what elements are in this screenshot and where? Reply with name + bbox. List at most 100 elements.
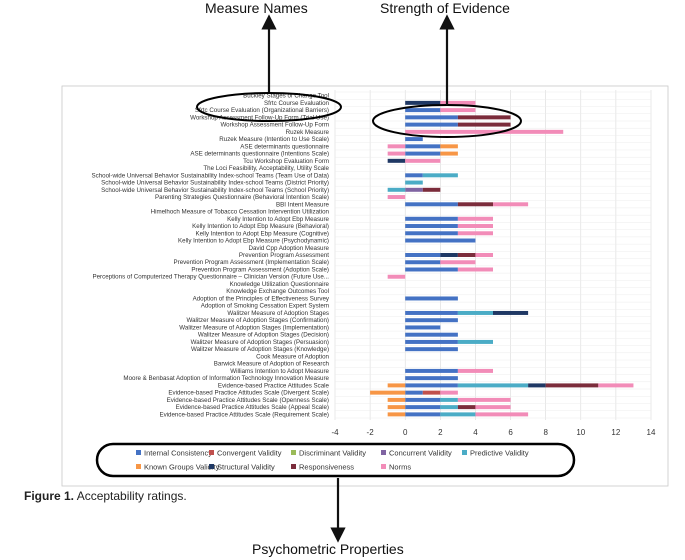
bar-segment (405, 368, 458, 373)
annotation-strength-of-evidence: Strength of Evidence (380, 0, 510, 16)
category-label: Evidence-based Practice Attitudes Scale … (168, 390, 329, 397)
bar-segment (457, 405, 476, 410)
legend-swatch (209, 450, 214, 455)
bar-segment (440, 412, 476, 417)
bar-segment (475, 405, 511, 410)
bar-segment (405, 412, 441, 417)
bar-segment (457, 339, 493, 344)
bar-segment (405, 144, 441, 149)
bar-segment (405, 216, 458, 221)
category-label: School-wide Universal Behavior Sustainab… (101, 180, 329, 187)
legend-swatch (209, 464, 214, 469)
annotation-measure-names: Measure Names (205, 0, 308, 16)
bar-segment (387, 405, 406, 410)
category-label: Walitzer Measure of Adoption Stages (Per… (191, 339, 329, 346)
bar-segment (440, 390, 458, 395)
category-label: Moore & Benbasat Adoption of Information… (123, 375, 329, 382)
category-label: Walitzer Measure of Adoption Stages (Imp… (179, 324, 329, 331)
x-tick-label: 4 (473, 428, 478, 437)
legend-label: Convergent Validity (217, 449, 282, 458)
bar-segment (405, 173, 423, 178)
x-tick-label: 8 (543, 428, 548, 437)
bar-segment (387, 144, 406, 149)
annotation-psychometric-properties: Psychometric Properties (252, 541, 404, 557)
bar-segment (387, 195, 406, 200)
bar-segment (422, 173, 458, 178)
category-label: Barwick Measure of Adoption of Research (214, 361, 330, 368)
bar-segment (405, 318, 458, 323)
bar-segment (405, 347, 458, 352)
legend-swatch (381, 450, 386, 455)
category-label: Tcu Workshop Evaluation Form (243, 158, 329, 165)
bar-segment (405, 238, 476, 243)
legend-swatch (291, 450, 296, 455)
x-tick-label: -2 (367, 428, 375, 437)
category-label: School-wide Universal Behavior Sustainab… (101, 187, 329, 194)
legend-label: Known Groups Validity (144, 463, 220, 472)
bar-segment (405, 267, 458, 272)
legend-label: Structural Validity (217, 463, 275, 472)
bar-segment (457, 310, 493, 315)
bar-segment (405, 310, 458, 315)
bar-segment (387, 397, 406, 402)
bar-segment (528, 383, 546, 388)
bar-segment (405, 332, 458, 337)
bar-segment (405, 339, 458, 344)
bar-segment (422, 390, 441, 395)
category-label: BBI Intent Measure (276, 201, 330, 208)
category-label: ASE determinants questionnaire (Intentio… (190, 151, 329, 158)
x-tick-label: 2 (438, 428, 443, 437)
bar-segment (457, 224, 493, 229)
bar-segment (457, 202, 493, 207)
category-label: Williams Intention to Adopt Measure (230, 368, 329, 375)
category-label: Ruzek Measure (Intention to Use Scale) (219, 136, 329, 143)
bar-segment (440, 108, 476, 113)
legend-swatch (462, 450, 467, 455)
legend: Internal Consistency Convergent Validity D… (136, 449, 529, 472)
bar-segment (387, 187, 406, 192)
x-tick-label: 12 (611, 428, 620, 437)
bar-segment (405, 100, 441, 105)
category-label: Prevention Program Assessment (Implement… (174, 259, 329, 266)
bar-segment (405, 325, 441, 330)
bar-segment (440, 260, 476, 265)
bars (370, 100, 634, 417)
category-label: David Cpp Adoption Measure (249, 245, 330, 252)
bar-segment (405, 260, 441, 265)
bar-segment (457, 216, 493, 221)
category-label: Perceptions of Computerized Therapy Ques… (92, 274, 329, 281)
bar-segment (370, 390, 406, 395)
bar-segment (387, 274, 406, 279)
grid (334, 90, 652, 420)
bar-segment (457, 231, 493, 236)
category-label: Buckley Stages of Change Tool (243, 93, 329, 100)
bar-segment (405, 231, 458, 236)
bar-segment (405, 151, 441, 156)
legend-label: Concurrent Validity (389, 449, 452, 458)
bar-segment (405, 202, 458, 207)
x-tick-label: 10 (576, 428, 585, 437)
category-label: Sfrtc Course Evaluation (264, 100, 330, 107)
legend-label: Predictive Validity (470, 449, 529, 458)
category-label: School-wide Universal Behavior Sustainab… (91, 172, 329, 179)
bar-segment (405, 296, 458, 301)
legend-label: Internal Consistency (144, 449, 212, 458)
category-label: Himelhoch Measure of Tobacco Cessation I… (151, 209, 330, 216)
bar-segment (457, 115, 511, 120)
bar-segment (405, 187, 423, 192)
bar-segment (457, 383, 529, 388)
bar-segment (387, 151, 406, 156)
category-label: Evidence-based Practice Attitudes Scale … (167, 397, 329, 404)
bar-segment (440, 144, 458, 149)
category-label: Kelly Intention to Adopt Ebp Measure (227, 216, 329, 223)
bar-segment (440, 253, 458, 257)
category-label: Workshop Assessment Follow-Up Form (Tria… (190, 114, 329, 121)
annotation-ellipse-measure-names (196, 92, 342, 122)
plot-frame (61, 85, 669, 487)
legend-label: Discriminant Validity (299, 449, 366, 458)
legend-swatch (136, 464, 141, 469)
category-label: The Loci Feasibility, Acceptability, Uti… (203, 165, 329, 172)
bar-segment (440, 405, 458, 410)
